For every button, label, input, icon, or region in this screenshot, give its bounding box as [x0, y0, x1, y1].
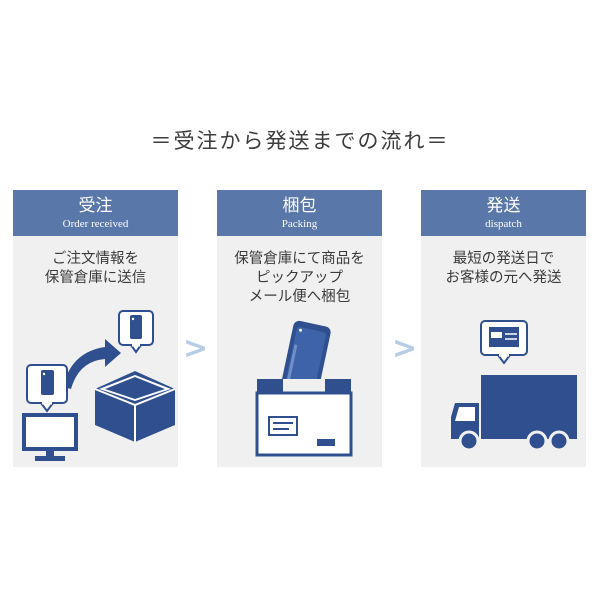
step-header: 梱包 Packing: [217, 190, 382, 236]
flow-arrow-icon: >: [183, 331, 209, 366]
step-subtitle: dispatch: [485, 217, 522, 230]
step-description-line: ご注文情報を: [52, 251, 139, 267]
step-description: 保管倉庫にて商品を ピックアップ メール便へ梱包: [217, 236, 382, 307]
step-order-received: 受注 Order received ご注文情報を 保管倉庫に送信: [13, 190, 178, 467]
step-title: 受注: [78, 195, 113, 216]
card-icon: [480, 320, 528, 365]
step-packing: 梱包 Packing 保管倉庫にて商品を ピックアップ メール便へ梱包: [217, 190, 382, 467]
step-description-line: 保管倉庫に送信: [44, 270, 147, 286]
packing-illustration: [255, 320, 353, 457]
box-icon: [94, 371, 176, 442]
step-title: 発送: [486, 195, 521, 216]
step-dispatch: 発送 dispatch 最短の発送日で お客様の元へ発送: [421, 190, 586, 467]
phone-bubble-icon: [118, 310, 154, 354]
monitor-icon: [22, 413, 78, 461]
step-description-line: 保管倉庫にて商品を: [234, 251, 365, 267]
step-description-line: お客様の元へ発送: [445, 270, 562, 286]
step-subtitle: Packing: [281, 217, 318, 230]
step-description: ご注文情報を 保管倉庫に送信: [13, 236, 178, 288]
curved-arrow-icon: [63, 339, 121, 389]
step-description-line: 最短の発送日で: [452, 251, 555, 267]
order-illustration: [22, 310, 176, 461]
phone-bubble-icon: [26, 364, 68, 413]
step-title: 梱包: [282, 195, 317, 216]
step-description: 最短の発送日で お客様の元へ発送: [421, 236, 586, 288]
step-header: 発送 dispatch: [421, 190, 586, 236]
step-description-line: ピックアップ: [256, 270, 343, 286]
dispatch-illustration: [451, 320, 577, 452]
flow-arrow-icon: >: [392, 331, 418, 366]
step-subtitle: Order received: [62, 217, 129, 230]
package-icon: [255, 379, 353, 457]
step-header: 受注 Order received: [13, 190, 178, 236]
truck-icon: [451, 375, 577, 452]
step-description-line: メール便へ梱包: [248, 289, 351, 305]
flow-title: ＝受注から発送までの流れ＝: [150, 129, 450, 153]
